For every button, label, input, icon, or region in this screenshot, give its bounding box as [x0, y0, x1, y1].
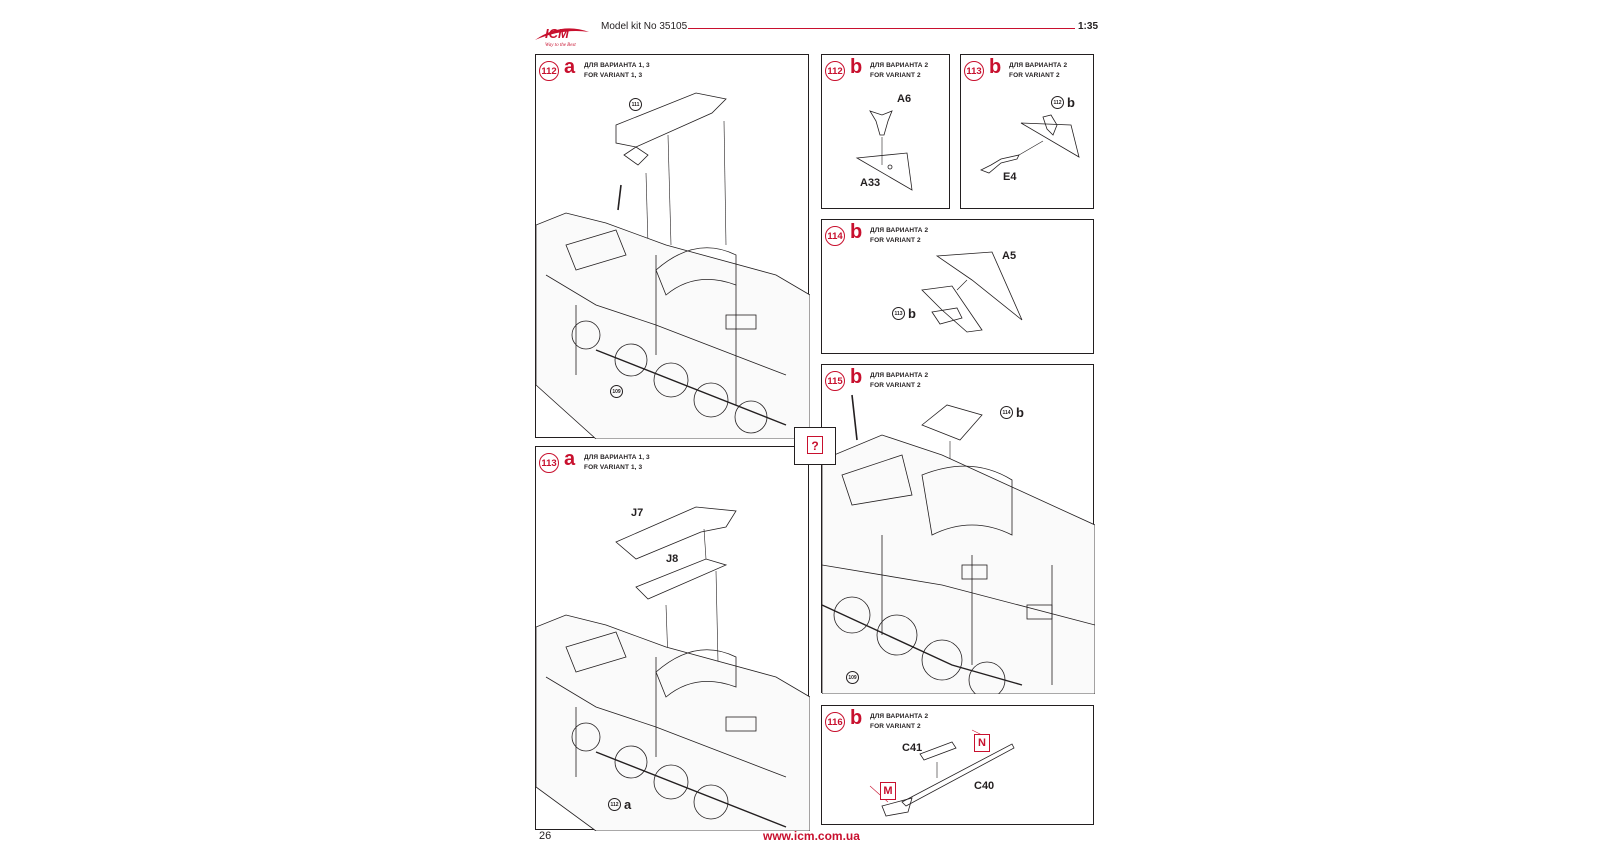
- step-letter: b: [850, 56, 863, 78]
- svg-text:ICM: ICM: [545, 26, 570, 41]
- step-number: 113: [539, 453, 559, 473]
- part-drawing: [921, 251, 1023, 333]
- part-label-e4: E4: [1003, 171, 1017, 183]
- halftrack-drawing: [536, 506, 810, 831]
- halftrack-drawing: [536, 92, 810, 439]
- svg-text:Way to the Best: Way to the Best: [545, 43, 576, 48]
- part-drawing: [855, 110, 913, 191]
- part-ref: 109: [846, 671, 859, 684]
- part-drawing: [980, 114, 1080, 174]
- kit-title: Model kit No 35105: [601, 21, 688, 32]
- tag-n: N: [974, 734, 990, 752]
- halftrack-drawing: [822, 394, 1095, 694]
- step-letter: a: [564, 56, 576, 78]
- page-number: 26: [539, 830, 552, 842]
- part-label-a5: A5: [1002, 250, 1017, 262]
- step-letter: b: [850, 221, 863, 243]
- part-ref: 109: [610, 385, 623, 398]
- website-link[interactable]: www.icm.com.ua: [763, 829, 860, 843]
- part-ref: 112 b: [1051, 95, 1075, 110]
- step-number: 112: [539, 61, 559, 81]
- part-ref: 111: [629, 98, 642, 111]
- icm-logo: ICM Way to the Best: [531, 18, 591, 48]
- part-label-c41: C41: [902, 742, 923, 754]
- step-number: 114: [825, 226, 845, 246]
- tag-m: M: [880, 782, 896, 800]
- step-number: 113: [964, 61, 984, 81]
- step-letter: b: [850, 707, 863, 729]
- part-label-a6: A6: [897, 93, 912, 105]
- header-rule: [688, 28, 1075, 29]
- step-letter: b: [989, 56, 1002, 78]
- part-ref: 112 a: [608, 797, 631, 812]
- step-number: 116: [825, 712, 845, 732]
- step-number: 115: [825, 371, 845, 391]
- part-ref: 113 b: [892, 306, 916, 321]
- part-label-j7: J7: [631, 507, 644, 519]
- step-letter: a: [564, 448, 576, 470]
- part-drawing: [869, 729, 1015, 817]
- step-letter: b: [850, 366, 863, 388]
- question-mark: ?: [807, 436, 823, 454]
- part-ref: 114 b: [1000, 405, 1024, 420]
- part-label-a33: A33: [860, 177, 881, 189]
- part-label-c40: C40: [974, 780, 995, 792]
- question-box: ?: [794, 427, 836, 465]
- scale-label: 1:35: [1078, 21, 1099, 32]
- part-label-j8: J8: [666, 553, 679, 565]
- step-number: 112: [825, 61, 845, 81]
